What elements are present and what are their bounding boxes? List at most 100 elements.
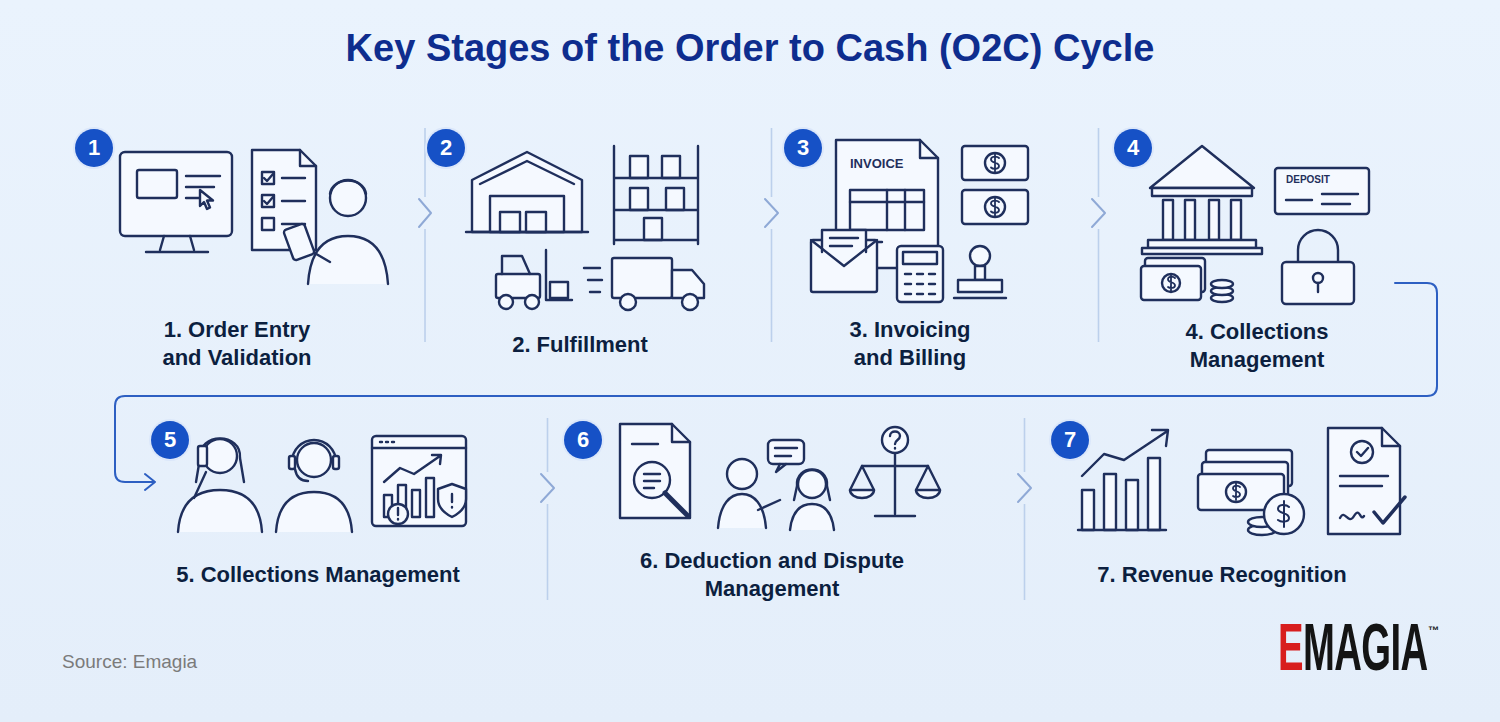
divider-line [771,128,773,342]
cash-icon [1162,274,1180,292]
step-number: 7 [1064,429,1076,451]
banknote-icon [962,146,1028,224]
step-number: 3 [797,137,809,159]
step-number: 2 [440,137,452,159]
document-search-icon [644,474,660,488]
banknote-icon [962,146,1028,180]
discussion-icon [790,504,834,530]
bank-icon [1150,146,1254,188]
person-icon [330,181,366,195]
forklift-icon [502,256,530,274]
divider-line [1024,418,1026,600]
step-number: 1 [88,137,100,159]
dashboard-icon [397,508,399,520]
banknote-icon [985,153,1005,173]
cash-stack-icon [1233,483,1240,500]
calculator-icon [903,252,937,264]
truck-icon [612,258,672,298]
cash-stack-icon [1278,501,1289,527]
checklist-icon [300,150,316,166]
computer-icon [146,236,208,252]
banknote-icon [991,154,999,172]
truck-icon [682,294,698,310]
caller-icon [198,446,207,466]
illustration [120,140,1405,535]
scale-icon [916,490,940,498]
trademark-mark: ™ [1428,624,1439,636]
warehouse-icon [500,212,520,232]
computer-icon [120,152,232,252]
stage-panel: 5. Collections Management5 [155,415,541,605]
checklist-icon [262,218,274,230]
envelope-icon [811,230,877,292]
step-number: 6 [577,429,589,451]
forklift-icon [525,295,539,309]
envelope-icon [811,240,877,266]
growth-chart-icon [1078,430,1168,530]
approved-document-icon [1340,448,1388,519]
step-badge: 1 [75,129,113,167]
cash-stack-icon [1226,482,1246,502]
growth-chart-icon [1126,480,1138,530]
document-search-icon [632,443,658,445]
discussion-icon [758,500,780,510]
discussion-icon [775,448,797,472]
scale-icon [882,427,908,453]
dashboard-icon [372,436,466,526]
bank-icon [1209,200,1219,240]
scale-icon [850,490,874,498]
deposit-slip-icon [1275,168,1369,214]
dashboard-icon [372,442,466,448]
stage-panel: 4. Collections Management4 [1105,125,1395,385]
scale-icon [850,427,940,516]
agent-icon [297,443,331,477]
step-chevron [1018,474,1031,502]
approved-document-icon [1351,441,1373,463]
step-badge: 5 [151,421,189,459]
step-badge: 6 [564,421,602,459]
agent-icon [289,456,295,469]
step-chevron [765,199,778,227]
shelf-icon [614,146,698,244]
stamp-icon [954,297,1006,299]
cash-icon [1141,258,1233,302]
agent-icon [276,492,352,532]
lock-icon [1282,230,1354,304]
warehouse-icon [480,161,574,184]
approved-document-icon [1328,428,1405,534]
divider-line [424,128,426,342]
calculator-icon [897,246,943,302]
truck-icon [584,258,704,310]
flow-connector [115,283,1437,490]
stage-label: 5. Collections Management [158,561,478,589]
lock-icon [1313,273,1323,283]
discussion-icon [798,470,826,498]
lock-icon [1282,262,1354,304]
deposit-slip-icon [1286,194,1358,204]
dashboard-icon [372,436,466,526]
stage-panel: 3. Invoicing and Billing3 [778,125,1092,385]
step-badge: 3 [784,129,822,167]
bank-icon [1231,200,1241,240]
cash-icon [1141,266,1201,300]
dashboard-icon [451,494,453,508]
invoice-icon [920,140,938,158]
warehouse-icon [466,231,588,233]
discussion-icon [794,470,830,501]
warehouse-icon [490,196,564,232]
growth-chart-icon [1148,458,1160,530]
approved-document-icon [1374,497,1405,523]
stamp-icon [958,280,1002,292]
dashboard-icon [388,504,408,524]
stage-panel: 1. Order Entry and Validation1 [55,125,419,385]
stamp-icon [975,266,985,280]
shelf-icon [644,218,662,240]
caller-icon [178,439,262,533]
caller-icon [178,490,262,532]
banknote-icon [962,190,1028,224]
discussion-icon [718,494,766,528]
warehouse-icon [472,152,582,232]
forklift-icon [550,282,568,298]
step-number: 4 [1127,137,1139,159]
growth-chart-icon [1104,474,1116,530]
